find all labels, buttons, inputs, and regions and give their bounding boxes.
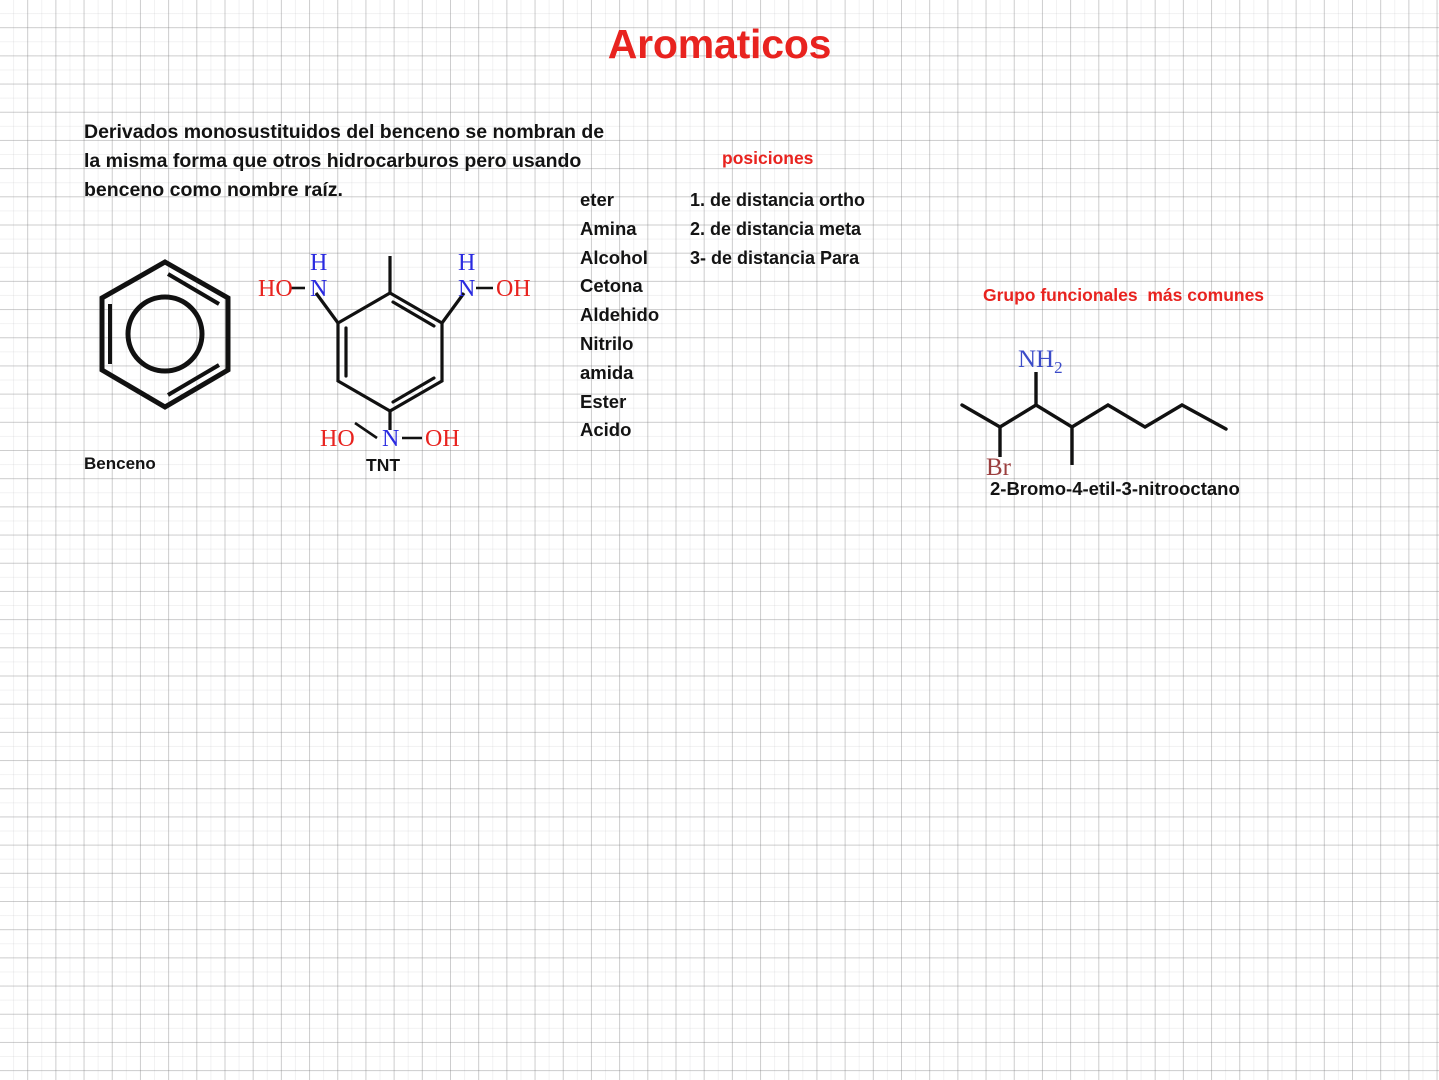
list-item: Cetona [580,275,643,297]
functional-groups-list: eter Amina Alcohol Cetona Aldehido Nitri… [580,186,700,445]
tnt-label-ho-left: HO [258,276,293,302]
list-item: Amina [580,217,637,239]
amine-subscript: 2 [1054,358,1063,377]
posiciones-list: 1. de distancia ortho 2. de distancia me… [690,186,865,272]
list-item: 1. de distancia ortho [690,190,866,210]
octano-label-bromine: Br [986,454,1012,480]
benceno-label: Benceno [84,454,156,473]
tnt-label: TNT [366,455,401,475]
list-item: Acido [580,419,632,441]
list-item: eter [580,189,614,210]
benzene-aromatic-circle [125,294,205,374]
tnt-label-n-right: N [458,276,475,302]
intro-paragraph: Derivados monosustituidos del benceno se… [84,121,605,201]
tnt-label-ho-bottom: HO [320,426,355,448]
list-item: Ester [580,390,627,412]
tnt-bond-ring-to-right-n [440,292,466,324]
list-item: Aldehido [580,304,660,326]
list-item: Nitrilo [580,332,634,354]
tnt-label-oh-bottom: OH [425,426,460,448]
posiciones-heading: posiciones [722,148,814,168]
benceno-structure-diagram [99,259,231,410]
benzene-ring-hexagon [99,259,231,410]
tnt-label-h-right: H [458,250,475,276]
list-item: 3- de distancia Para [690,247,860,268]
grupos-funcionales-heading: Grupo funcionales más comunes [983,285,1265,305]
tnt-benzene-ring [336,291,444,413]
tnt-label-h-left: H [310,250,327,276]
tnt-label-oh-right: OH [496,276,531,302]
amine-text: NH [1018,346,1054,373]
list-item: Alcohol [580,246,648,268]
tnt-structure-diagram: HO N H N H OH HO N OH [258,250,531,448]
tnt-bond-ring-to-left-n [314,292,340,324]
tnt-bond-bottom-ho-to-n [354,421,378,440]
octano-structure-diagram: NH2 Br [960,346,1228,480]
octano-main-chain [960,403,1228,431]
tnt-label-n-bottom: N [382,426,399,448]
list-item: amida [580,361,634,383]
tnt-label-n-left: N [310,276,327,302]
octano-label: 2-Bromo-4-etil-3-nitrooctano [990,478,1240,499]
benzene-inner-double-bond-lines [108,272,221,397]
list-item: 2. de distancia meta [690,218,862,239]
octano-label-amine: NH2 [1018,346,1063,377]
page-title: Aromaticos [607,21,832,67]
